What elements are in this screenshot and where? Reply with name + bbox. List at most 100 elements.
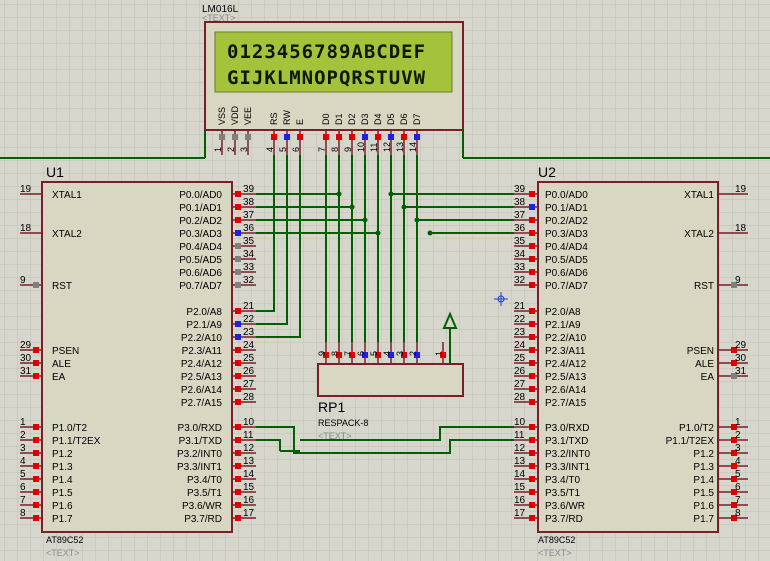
lcd-pin-number: 6	[291, 147, 301, 152]
u1-pin-number: 13	[243, 456, 255, 467]
u1-pin-label: P0.1/AD1	[179, 203, 222, 214]
u1-pin-state	[235, 502, 241, 508]
u1-pin-label: P2.3/A11	[182, 346, 223, 357]
lcd-pin-state	[401, 134, 407, 140]
u2-component[interactable]: U2 AT89C52 <TEXT> 39P0.0/AD038P0.1/AD137…	[514, 164, 748, 558]
u2-text-tag: <TEXT>	[538, 548, 572, 558]
u2-pin-state	[529, 269, 535, 275]
u2-pin-number: 9	[735, 275, 741, 286]
u2-pin-label: RST	[694, 281, 714, 292]
u2-pin-state	[731, 515, 737, 521]
u2-pins: 39P0.0/AD038P0.1/AD137P0.2/AD236P0.3/AD3…	[514, 184, 748, 525]
u2-pin-number: 5	[735, 469, 741, 480]
u2-pin-number: 30	[735, 353, 747, 364]
u1-pin-state	[235, 282, 241, 288]
u2-pin-state	[529, 191, 535, 197]
u2-pin-number: 15	[514, 482, 526, 493]
u2-pin-label: P3.0/RXD	[545, 423, 589, 434]
u1-pin-state	[235, 334, 241, 340]
wire-junction	[349, 204, 355, 210]
u1-pin-state	[33, 450, 39, 456]
u1-pin-label: ALE	[52, 359, 71, 370]
lcd-pin-number: 1	[213, 147, 223, 152]
u2-pin-number: 31	[735, 366, 747, 377]
lcd-pin-state	[388, 134, 394, 140]
u2-pin-state	[529, 347, 535, 353]
u1-pin-number: 17	[243, 508, 255, 519]
u1-pin-number: 26	[243, 366, 255, 377]
rp1-ref: RP1	[318, 399, 345, 415]
u2-pin-number: 18	[735, 223, 747, 234]
lcd-pin-number: 10	[356, 142, 366, 152]
lcd-pin-state	[349, 134, 355, 140]
u1-pin-label: P3.3/INT1	[177, 462, 222, 473]
u1-text-tag: <TEXT>	[46, 548, 80, 558]
u1-pin-number: 8	[20, 508, 26, 519]
u1-pin-number: 15	[243, 482, 255, 493]
u2-pin-label: P3.4/T0	[545, 475, 580, 486]
u2-pin-label: P3.2/INT0	[545, 449, 590, 460]
lcd-pin-label: D6	[399, 113, 409, 125]
u2-pin-state	[731, 282, 737, 288]
lcd-pin-label: D7	[412, 113, 422, 125]
u2-pin-label: P2.3/A11	[545, 346, 586, 357]
u2-pin-label: P1.3	[693, 462, 714, 473]
u1-pin-number: 19	[20, 184, 32, 195]
u2-pin-label: P1.4	[693, 475, 714, 486]
u1-pin-state	[235, 437, 241, 443]
u2-pin-label: P2.5/A13	[545, 372, 587, 383]
u2-pin-state	[529, 334, 535, 340]
u1-pin-state	[33, 489, 39, 495]
u2-pin-number: 21	[514, 301, 526, 312]
lcd-pin-label: RS	[269, 112, 279, 125]
u1-pin-number: 22	[243, 314, 255, 325]
u1-pin-number: 28	[243, 392, 255, 403]
lcd-pin-label: D0	[321, 113, 331, 125]
u2-pin-state	[529, 217, 535, 223]
u2-pin-label: P0.4/AD4	[545, 242, 588, 253]
rp1-pin-number: 5	[369, 351, 379, 356]
u1-pin-state	[33, 476, 39, 482]
lcd-pin-label: VSS	[217, 107, 227, 125]
lcd-pin-number: 12	[382, 142, 392, 152]
rp1-pin-number: 4	[382, 351, 392, 356]
u2-pin-label: P1.2	[693, 449, 714, 460]
u1-pin-label: P3.6/WR	[182, 501, 222, 512]
u2-pin-state	[529, 476, 535, 482]
u1-component[interactable]: U1 AT89C52 <TEXT> 19XTAL118XTAL29RST29PS…	[20, 164, 256, 558]
u1-pin-state	[235, 424, 241, 430]
wire	[256, 439, 281, 451]
u2-pin-number: 23	[514, 327, 526, 338]
crosshair-cursor-icon	[494, 292, 508, 306]
u1-pin-number: 1	[20, 417, 26, 428]
u2-pin-number: 39	[514, 184, 526, 195]
u2-pin-number: 8	[735, 508, 741, 519]
rp1-pin-state	[414, 352, 420, 358]
u2-pin-state	[529, 463, 535, 469]
lcd-pin-label: D2	[347, 113, 357, 125]
rp1-pin-state	[336, 352, 342, 358]
u2-pin-state	[529, 502, 535, 508]
u1-pin-number: 38	[243, 197, 255, 208]
u2-pin-label: XTAL2	[684, 229, 714, 240]
u2-pin-label: P3.1/TXD	[545, 436, 588, 447]
u2-pin-number: 19	[735, 184, 747, 195]
u2-pin-number: 34	[514, 249, 526, 260]
u2-pin-label: ALE	[695, 359, 714, 370]
lcd-component[interactable]: 0123456789ABCDEF GIJKLMNOPQRSTUVW LM016L…	[202, 4, 464, 155]
u1-pin-state	[235, 399, 241, 405]
u1-pin-label: XTAL1	[52, 190, 82, 201]
u1-pin-state	[235, 204, 241, 210]
u1-pin-label: P2.0/A8	[186, 307, 222, 318]
lcd-pin-state	[414, 134, 420, 140]
u1-pin-state	[235, 476, 241, 482]
u2-pin-label: P1.7	[693, 514, 714, 525]
u2-pin-state	[731, 347, 737, 353]
u2-pin-state	[529, 230, 535, 236]
power-terminal-icon[interactable]	[442, 311, 458, 364]
u1-pin-state	[235, 243, 241, 249]
u1-pin-state	[33, 515, 39, 521]
u2-pin-state	[529, 450, 535, 456]
u1-pin-number: 29	[20, 340, 32, 351]
